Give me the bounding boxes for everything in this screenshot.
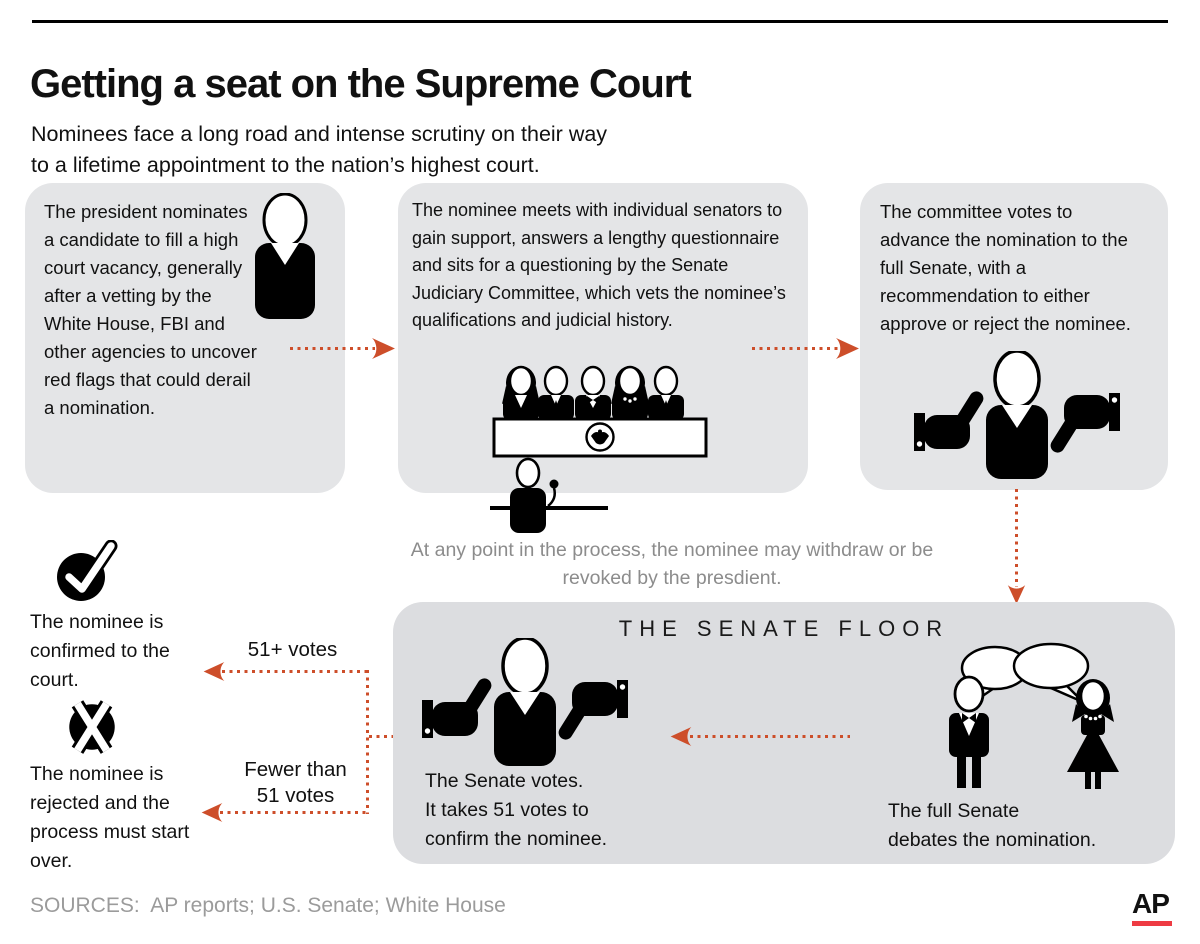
- ap-logo-bar: [1132, 921, 1172, 926]
- rejected-votes-label: Fewer than 51 votes: [244, 758, 347, 807]
- dotted-arrow-line: [1015, 489, 1018, 587]
- dotted-arrow-line: [290, 347, 375, 350]
- step-committee-vote-box: The committee votes to advance the nomin…: [860, 183, 1168, 490]
- dotted-arrow-line: [220, 811, 368, 814]
- senate-vote-caption: The Senate votes. It takes 51 votes to c…: [425, 770, 608, 850]
- senate-floor-box: THE SENATE FLOOR The Senate votes. It ta…: [393, 602, 1175, 864]
- withdrawal-note: At any point in the process, the nominee…: [410, 539, 934, 589]
- check-icon: [57, 540, 118, 601]
- confirmed-votes-label: 51+ votes: [247, 638, 338, 661]
- judiciary-committee-icon: [490, 365, 708, 533]
- subtitle: Nominees face a long road and intense sc…: [31, 121, 608, 177]
- debate-people-icon: [949, 642, 1119, 789]
- senate-debate-caption: The full Senate debates the nomination.: [888, 800, 1097, 851]
- senate-floor-title: THE SENATE FLOOR: [618, 616, 950, 641]
- confirmed-caption: The nominee is confirmed to the court.: [30, 611, 170, 691]
- page-title: Getting a seat on the Supreme Court: [30, 61, 692, 106]
- step-hearing-text: The nominee meets with individual senato…: [412, 200, 786, 330]
- arrow-down-icon: [1007, 585, 1026, 604]
- sources-line: SOURCES: AP reports; U.S. Senate; White …: [30, 894, 506, 917]
- arrow-left-icon: [670, 727, 692, 746]
- step-president-text: The president nominates a candidate to f…: [44, 201, 257, 418]
- thumbs-vote-person-icon: [914, 351, 1120, 479]
- step-president-box: The president nominates a candidate to f…: [25, 183, 345, 493]
- step-hearing-box: The nominee meets with individual senato…: [398, 183, 808, 533]
- dotted-arrow-line: [366, 670, 369, 814]
- thumbs-vote-person-icon: [422, 638, 628, 766]
- nominee-witness-icon: [490, 457, 608, 533]
- arrow-right-icon: [836, 338, 859, 359]
- step-committee-vote-text: The committee votes to advance the nomin…: [880, 201, 1131, 334]
- top-rule: [32, 20, 1168, 23]
- rejected-caption: The nominee is rejected and the process …: [30, 763, 190, 872]
- x-icon: [69, 700, 115, 754]
- dotted-arrow-line: [752, 347, 838, 350]
- arrow-right-icon: [372, 338, 395, 359]
- arrow-left-icon: [203, 662, 225, 681]
- dotted-arrow-line: [222, 670, 368, 673]
- president-person-icon: [255, 193, 315, 319]
- arrow-left-icon: [201, 803, 223, 822]
- ap-logo: AP: [1132, 890, 1172, 926]
- dotted-arrow-line: [690, 735, 850, 738]
- ap-logo-text: AP: [1132, 888, 1170, 919]
